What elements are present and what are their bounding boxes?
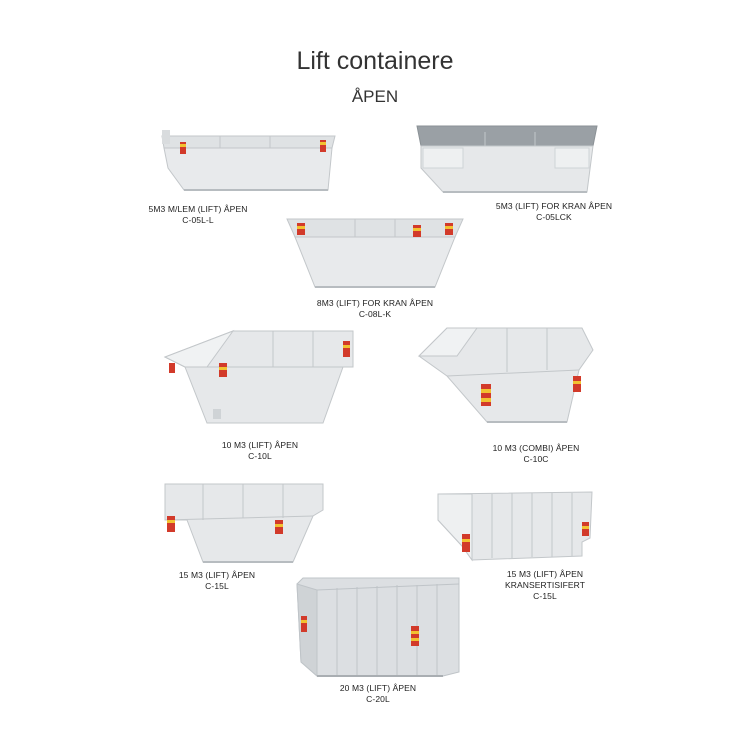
- container-code: C-15L: [533, 591, 557, 601]
- container-caption: 10 M3 (COMBI) ÅPEN C-10C: [476, 443, 596, 465]
- container-code: C-08L-K: [358, 309, 392, 319]
- container-image-8m3-kran: [286, 218, 464, 288]
- container-image-10m3-lift: [163, 329, 354, 424]
- container-caption: 15 M3 (LIFT) ÅPEN C-15L: [167, 570, 267, 592]
- container-caption: 5M3 M/LEM (LIFT) ÅPEN C-05L-L: [138, 204, 258, 226]
- container-caption: 10 M3 (LIFT) ÅPEN C-10L: [210, 440, 310, 462]
- container-caption: 5M3 (LIFT) FOR KRAN ÅPEN C-05LCK: [484, 201, 624, 223]
- container-image-20m3-lift: [296, 577, 460, 678]
- container-model: 15 M3 (LIFT) ÅPEN: [506, 569, 584, 579]
- container-caption: 15 M3 (LIFT) ÅPEN KRANSERTISIFERT C-15L: [495, 569, 595, 602]
- container-image-10m3-combi: [417, 327, 594, 423]
- container-model: 5M3 (LIFT) FOR KRAN ÅPEN: [495, 201, 613, 211]
- container-image-15m3-kran: [437, 491, 593, 562]
- container-code: C-10L: [248, 451, 272, 461]
- container-line2: KRANSERTISIFERT: [504, 580, 586, 590]
- container-model: 10 M3 (COMBI) ÅPEN: [492, 443, 580, 453]
- container-image-15m3-lift: [164, 483, 324, 563]
- container-code: C-05LCK: [536, 212, 572, 222]
- container-code: C-15L: [205, 581, 229, 591]
- container-image-5m3-kran: [416, 125, 598, 193]
- container-code: C-10C: [523, 454, 549, 464]
- container-code: C-05L-L: [182, 215, 214, 225]
- container-model: 15 M3 (LIFT) ÅPEN: [178, 570, 256, 580]
- container-caption: 8M3 (LIFT) FOR KRAN ÅPEN C-08L-K: [300, 298, 450, 320]
- container-model: 20 M3 (LIFT) ÅPEN: [339, 683, 417, 693]
- container-caption: 20 M3 (LIFT) ÅPEN C-20L: [328, 683, 428, 705]
- container-model: 8M3 (LIFT) FOR KRAN ÅPEN: [316, 298, 434, 308]
- container-model: 5M3 M/LEM (LIFT) ÅPEN: [148, 204, 248, 214]
- container-model: 10 M3 (LIFT) ÅPEN: [221, 440, 299, 450]
- page-title: Lift containere: [296, 47, 454, 75]
- container-code: C-20L: [366, 694, 390, 704]
- page-subtitle: ÅPEN: [351, 87, 399, 106]
- container-image-5m3-lem: [161, 130, 336, 191]
